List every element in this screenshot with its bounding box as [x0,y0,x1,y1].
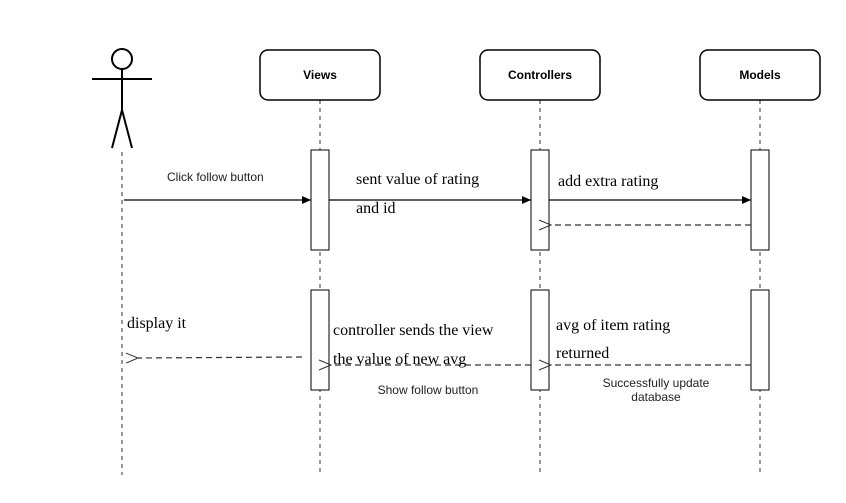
controllers-box [479,49,601,101]
actor-right-leg [121,109,133,149]
sent-value-label-line2: and id [356,200,396,217]
actor-left-leg [111,109,123,149]
controllers-participant: Controllers [479,49,601,101]
avg-item-label-line1: avg of item rating [556,317,670,334]
models-activation-2 [750,289,770,391]
show-follow-label: Show follow button [378,383,479,397]
sent-value-label-line1: sent value of rating [356,171,479,188]
avg-item-label-line2: returned [556,345,609,362]
views-box [259,49,381,101]
success-label-line2: database [631,390,681,404]
click-follow-label: Click follow button [167,170,264,184]
models-label: Models [739,68,781,82]
display-it-label: display it [127,315,187,332]
controllers-label: Controllers [508,68,572,82]
display-it-arrow [138,357,303,358]
add-extra-label: add extra rating [558,173,658,190]
actor-stick-figure [92,48,152,149]
views-label: Views [303,68,337,82]
views-participant: Views [259,49,381,101]
controller-sends-label-line2: the value of new avg [333,351,466,368]
views-activation-1 [310,149,330,251]
models-participant: Models [699,49,821,101]
controller-sends-label-line1: controller sends the view [333,322,494,339]
controllers-activation-1 [530,149,550,251]
controllers-activation-2 [530,289,550,391]
views-activation-2 [310,289,330,391]
models-activation-1 [750,149,770,251]
models-box [699,49,821,101]
actor-head [111,48,133,70]
success-label-line1: Successfully update [603,376,710,390]
